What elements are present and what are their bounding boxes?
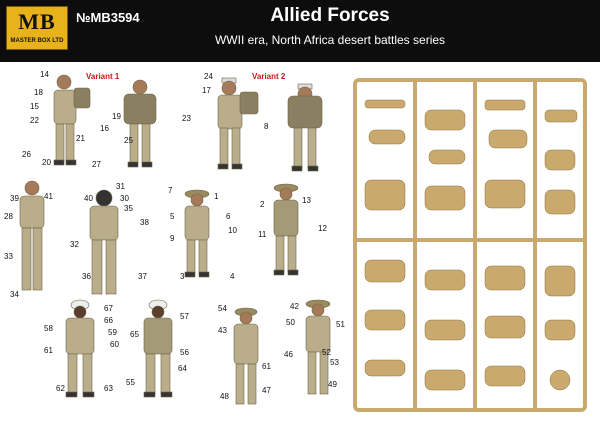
soldier-figure [184,189,210,278]
part-number: 25 [124,136,133,145]
part-number: 5 [170,212,175,221]
part-number: 31 [116,182,125,191]
part-number: 23 [182,114,191,123]
variant-1-label: Variant 1 [86,72,120,81]
part-number: 51 [336,320,345,329]
sprue-parts-tree [353,78,587,412]
part-number: 34 [10,290,19,299]
logo-subtext: MASTER BOX LTD [10,38,64,44]
part-number: 61 [44,346,53,355]
part-number: 40 [84,194,93,203]
soldier-figure [65,299,95,398]
part-number: 15 [30,102,39,111]
part-number: 65 [130,330,139,339]
soldier-figure [19,180,45,291]
part-number: 53 [330,358,339,367]
part-number: 14 [40,70,49,79]
part-number: 38 [140,218,149,227]
part-number: 36 [82,272,91,281]
part-number: 42 [290,302,299,311]
part-number: 46 [284,350,293,359]
part-number: 48 [220,392,229,401]
part-number: 39 [10,194,19,203]
part-number: 54 [218,304,227,313]
figures-area: Variant 1 Variant 2 [0,62,345,423]
soldier-figure [233,307,259,405]
part-number: 47 [262,386,271,395]
part-number: 61 [262,362,271,371]
soldier-figure [53,74,91,166]
part-number: 6 [226,212,231,221]
product-code: №MB3594 [76,10,140,25]
part-number: 33 [4,252,13,261]
part-number: 4 [230,272,235,281]
part-number: 66 [104,316,113,325]
part-number: 10 [228,226,237,235]
part-number: 26 [22,150,31,159]
part-number: 59 [108,328,117,337]
part-number: 13 [302,196,311,205]
part-number: 8 [264,122,269,131]
part-number: 52 [322,348,331,357]
part-number: 21 [76,134,85,143]
part-number: 60 [110,340,119,349]
part-number: 58 [44,324,53,333]
part-number: 22 [30,116,39,125]
part-number: 17 [202,86,211,95]
page-subtitle: WWII era, North Africa desert battles se… [214,33,446,47]
part-number: 55 [126,378,135,387]
soldier-figure [273,183,299,276]
part-number: 27 [92,160,101,169]
part-number: 18 [34,88,43,97]
part-number: 9 [170,234,175,243]
header-bar: MB MASTER BOX LTD №MB3594 Allied Forces … [0,0,600,62]
part-number: 30 [120,194,129,203]
part-number: 11 [258,230,267,239]
part-number: 56 [180,348,189,357]
soldier-figure [89,189,119,295]
part-number: 1 [214,192,219,201]
soldier-figure [305,299,331,395]
soldier-figure [123,79,157,168]
part-number: 63 [104,384,113,393]
part-number: 7 [168,186,173,195]
part-number: 35 [124,204,133,213]
soldier-figures-illustration [19,74,331,405]
part-number: 20 [42,158,51,167]
part-number: 19 [112,112,121,121]
logo-text: MB [18,9,56,34]
part-number: 12 [318,224,327,233]
part-number: 57 [180,312,189,321]
variant-2-label: Variant 2 [252,72,286,81]
part-number: 16 [100,124,109,133]
part-number: 43 [218,326,227,335]
master-box-logo: MB MASTER BOX LTD [6,6,68,50]
part-number: 2 [260,200,265,209]
part-number: 62 [56,384,65,393]
soldier-figure [287,83,323,172]
page-title: Allied Forces [270,5,390,26]
part-number: 37 [138,272,147,281]
part-number: 64 [178,364,187,373]
part-number: 24 [204,72,213,81]
soldier-figure [217,77,259,170]
soldier-figure [143,299,173,398]
part-number: 49 [328,380,337,389]
part-number: 32 [70,240,79,249]
part-number: 41 [44,192,53,201]
part-number: 28 [4,212,13,221]
part-number: 67 [104,304,113,313]
part-number: 3 [180,272,185,281]
part-number: 50 [286,318,295,327]
